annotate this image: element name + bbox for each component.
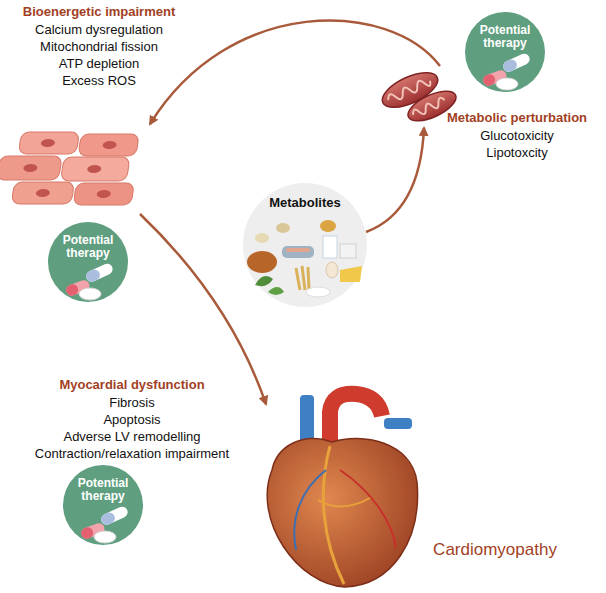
fish xyxy=(286,248,310,252)
yoghurt xyxy=(340,244,356,258)
pill-icon xyxy=(80,505,130,543)
metabolites-circle: Metabolites xyxy=(243,183,367,307)
curved-arrow xyxy=(366,128,424,232)
rice xyxy=(306,287,330,297)
potato xyxy=(320,220,336,232)
therapy-disc xyxy=(465,12,545,92)
mushroom xyxy=(255,233,269,243)
list-item: Fibrosis xyxy=(109,395,155,411)
egg xyxy=(326,262,338,278)
section-heading: Myocardial dysfunction xyxy=(59,377,204,393)
circle-title: Metabolites xyxy=(250,195,360,210)
cardiomyocytes xyxy=(0,132,141,205)
therapy-text: Potential therapy xyxy=(68,477,138,503)
mushroom xyxy=(276,223,290,233)
therapy-circle: Potential therapy xyxy=(465,12,545,92)
therapy-text: Potential therapy xyxy=(470,24,540,50)
section-heading: Bioenergetic impairment xyxy=(23,4,175,20)
list-item: Mitochondrial fission xyxy=(40,39,158,55)
outcome-label: Cardiomyopathy xyxy=(433,540,557,560)
section-heading: Metabolic perturbation xyxy=(447,110,587,126)
heart xyxy=(267,394,417,587)
cycle-arrows xyxy=(140,21,440,404)
chicken xyxy=(247,251,277,273)
list-item: ATP depletion xyxy=(59,56,139,72)
cheese xyxy=(340,266,362,282)
list-item: Calcium dysregulation xyxy=(35,22,163,38)
list-item: Excess ROS xyxy=(62,73,136,89)
curved-arrow xyxy=(150,21,440,124)
fish xyxy=(282,246,314,258)
therapy-disc xyxy=(63,465,143,545)
therapy-circle: Potential therapy xyxy=(48,222,128,302)
metabolites-food xyxy=(243,183,367,307)
therapy-disc xyxy=(48,222,128,302)
therapy-circle: Potential therapy xyxy=(63,465,143,545)
list-item: Adverse LV remodelling xyxy=(63,429,200,445)
list-item: Lipotoxcity xyxy=(486,145,547,161)
beans xyxy=(268,287,284,295)
pill-icon xyxy=(65,262,115,300)
milk xyxy=(323,236,337,258)
list-item: Glucotoxicity xyxy=(480,128,554,144)
wheat xyxy=(296,266,309,290)
spinach xyxy=(255,276,273,286)
list-item: Apoptosis xyxy=(103,412,160,428)
therapy-text: Potential therapy xyxy=(53,234,123,260)
curved-arrow xyxy=(140,214,266,404)
list-item: Contraction/relaxation impairment xyxy=(35,446,229,462)
metabolites-disc xyxy=(243,183,367,307)
pill-icon xyxy=(482,52,532,90)
